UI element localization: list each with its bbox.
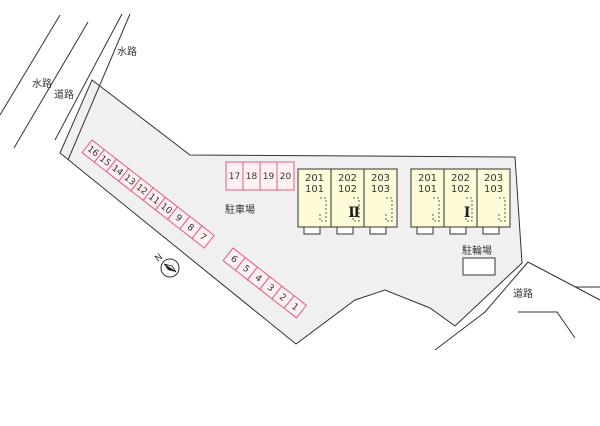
parking-stall-number: 18 — [246, 172, 258, 182]
road-lines — [434, 261, 600, 351]
parking-stall-number: 17 — [229, 172, 240, 182]
parking-stall-number: 7 — [197, 232, 208, 243]
waterway-lines — [0, 13, 131, 161]
unit-number-lower: 102 — [338, 184, 357, 195]
parking-stall-number: 1 — [289, 302, 300, 313]
parking-stall-number: 3 — [265, 283, 276, 294]
unit-interior-outline — [498, 197, 506, 222]
parking-stall-number: 4 — [253, 273, 264, 285]
building-number: Ⅰ — [464, 205, 471, 221]
parking-stall — [283, 295, 307, 319]
unit-number-lower: 103 — [371, 184, 390, 195]
parking-label: 駐車場 — [225, 203, 255, 216]
parking-stall — [276, 161, 295, 191]
parking-stall — [191, 225, 215, 249]
unit-interior-outline — [352, 197, 360, 222]
unit-interior-outline — [385, 197, 393, 222]
parking-stall-number: 20 — [280, 172, 292, 182]
unit-interior-outline — [432, 197, 440, 222]
unit-number-upper: 203 — [371, 173, 390, 184]
bicycle-parking-label: 駐輪場 — [462, 244, 492, 257]
unit-entrance — [336, 226, 354, 235]
unit-interior-outline — [319, 197, 327, 222]
bicycle-shed — [462, 257, 496, 276]
parking-stall-number: 9 — [173, 213, 184, 225]
road-label-left: 道路 — [54, 88, 74, 101]
parking-stall-number: 19 — [263, 172, 275, 182]
unit-entrance — [482, 226, 500, 235]
parking-stall-number: 6 — [228, 254, 239, 266]
unit-interior-outline — [465, 197, 473, 222]
building-number: Ⅱ — [348, 205, 360, 221]
unit-number-upper: 201 — [305, 173, 324, 184]
unit-number-upper: 202 — [338, 173, 357, 184]
unit-entrance — [369, 226, 387, 235]
parking-stall-number: 8 — [185, 223, 196, 235]
unit-entrance — [449, 226, 467, 235]
site-lot — [59, 79, 523, 345]
unit-number-upper: 201 — [418, 173, 437, 184]
parking-stall-number: 5 — [240, 264, 251, 275]
unit-entrance — [303, 226, 321, 235]
unit-entrance — [416, 226, 434, 235]
unit-number-upper: 203 — [484, 173, 503, 184]
unit-number-lower: 103 — [484, 184, 503, 195]
waterway-label-top: 水路 — [117, 45, 137, 58]
unit-number-lower: 101 — [305, 184, 324, 195]
compass-north-label: N — [154, 252, 166, 264]
parking-stall-number: 2 — [277, 292, 288, 303]
road-label-right: 道路 — [513, 287, 533, 300]
parking-row-17-20: 17 18 19 20 — [225, 161, 295, 191]
unit-number-lower: 102 — [451, 184, 470, 195]
waterway-label-left: 水路 — [32, 77, 52, 90]
compass-icon — [160, 258, 180, 278]
unit-number-lower: 101 — [418, 184, 437, 195]
unit-number-upper: 202 — [451, 173, 470, 184]
